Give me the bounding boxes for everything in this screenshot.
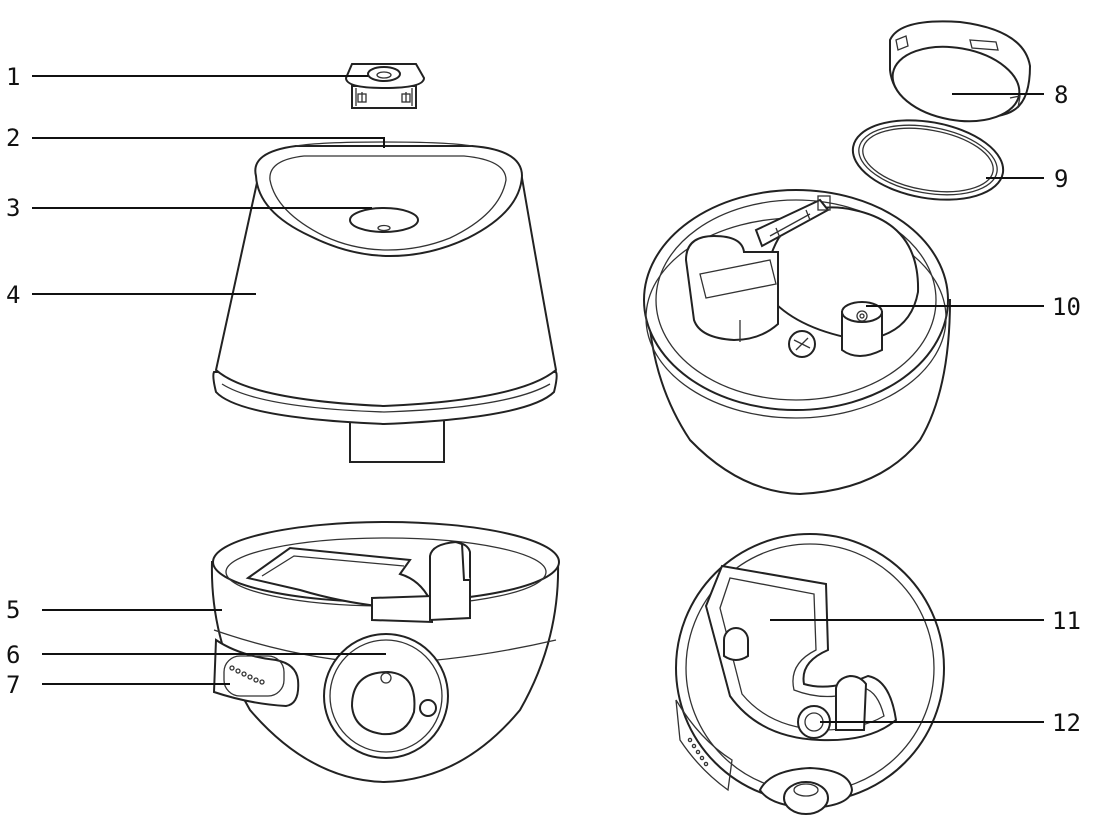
leader-lines bbox=[32, 75, 1044, 723]
label-10: 10 bbox=[1052, 293, 1081, 321]
label-12: 12 bbox=[1052, 709, 1081, 737]
base-top-view bbox=[675, 533, 945, 815]
control-knob bbox=[323, 633, 449, 759]
base-unit bbox=[210, 521, 560, 784]
water-tank bbox=[212, 141, 558, 463]
indicator-dots-small bbox=[687, 737, 709, 767]
label-3: 3 bbox=[6, 194, 20, 222]
tank-underside bbox=[643, 189, 952, 496]
label-5: 5 bbox=[6, 596, 20, 624]
label-7: 7 bbox=[6, 671, 20, 699]
indicator-dots bbox=[229, 665, 265, 685]
label-9: 9 bbox=[1054, 165, 1068, 193]
label-1: 1 bbox=[6, 63, 20, 91]
label-2: 2 bbox=[6, 124, 20, 152]
nozzle-cap bbox=[344, 63, 426, 109]
label-8: 8 bbox=[1054, 81, 1068, 109]
label-11: 11 bbox=[1052, 607, 1081, 635]
label-4: 4 bbox=[6, 281, 20, 309]
gasket-ring bbox=[851, 119, 1005, 201]
filter-lid bbox=[889, 20, 1032, 123]
part-labels: 1 2 3 4 5 6 7 8 9 10 11 12 bbox=[6, 63, 1081, 737]
label-6: 6 bbox=[6, 641, 20, 669]
